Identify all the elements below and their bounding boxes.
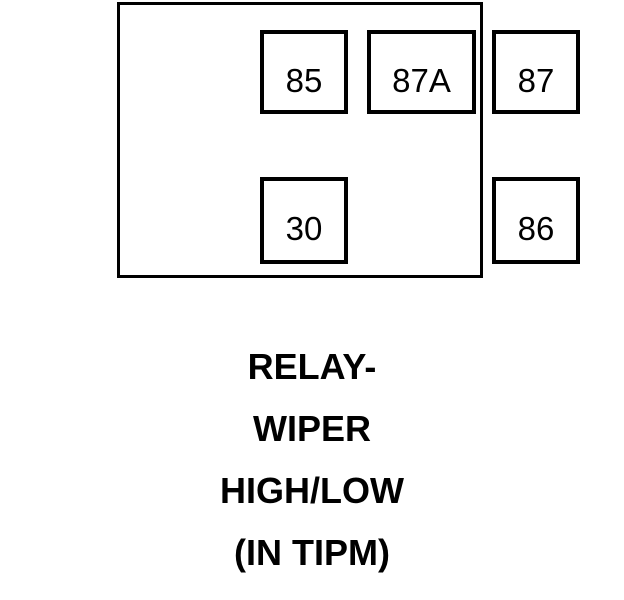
terminal-85[interactable]: 85	[260, 30, 348, 114]
relay-body-outline: 85 87A 87 30 86	[117, 2, 580, 278]
terminal-86-label: 86	[517, 210, 555, 247]
terminal-85-label: 85	[285, 61, 323, 99]
caption-line-3: HIGH/LOW	[220, 470, 404, 511]
terminal-30[interactable]: 30	[260, 177, 348, 264]
terminal-87[interactable]: 87	[492, 30, 580, 114]
terminal-87a[interactable]: 87A	[367, 30, 476, 114]
relay-caption: RELAY- WIPER HIGH/LOW (IN TIPM)	[0, 336, 624, 584]
terminal-87-label: 87	[517, 61, 555, 99]
terminal-86[interactable]: 86	[492, 177, 580, 264]
terminal-30-label: 30	[285, 210, 323, 247]
caption-line-1: RELAY-	[247, 346, 377, 387]
caption-line-2: WIPER	[252, 408, 371, 449]
caption-line-4: (IN TIPM)	[234, 532, 390, 573]
terminal-87a-label: 87A	[392, 61, 451, 99]
